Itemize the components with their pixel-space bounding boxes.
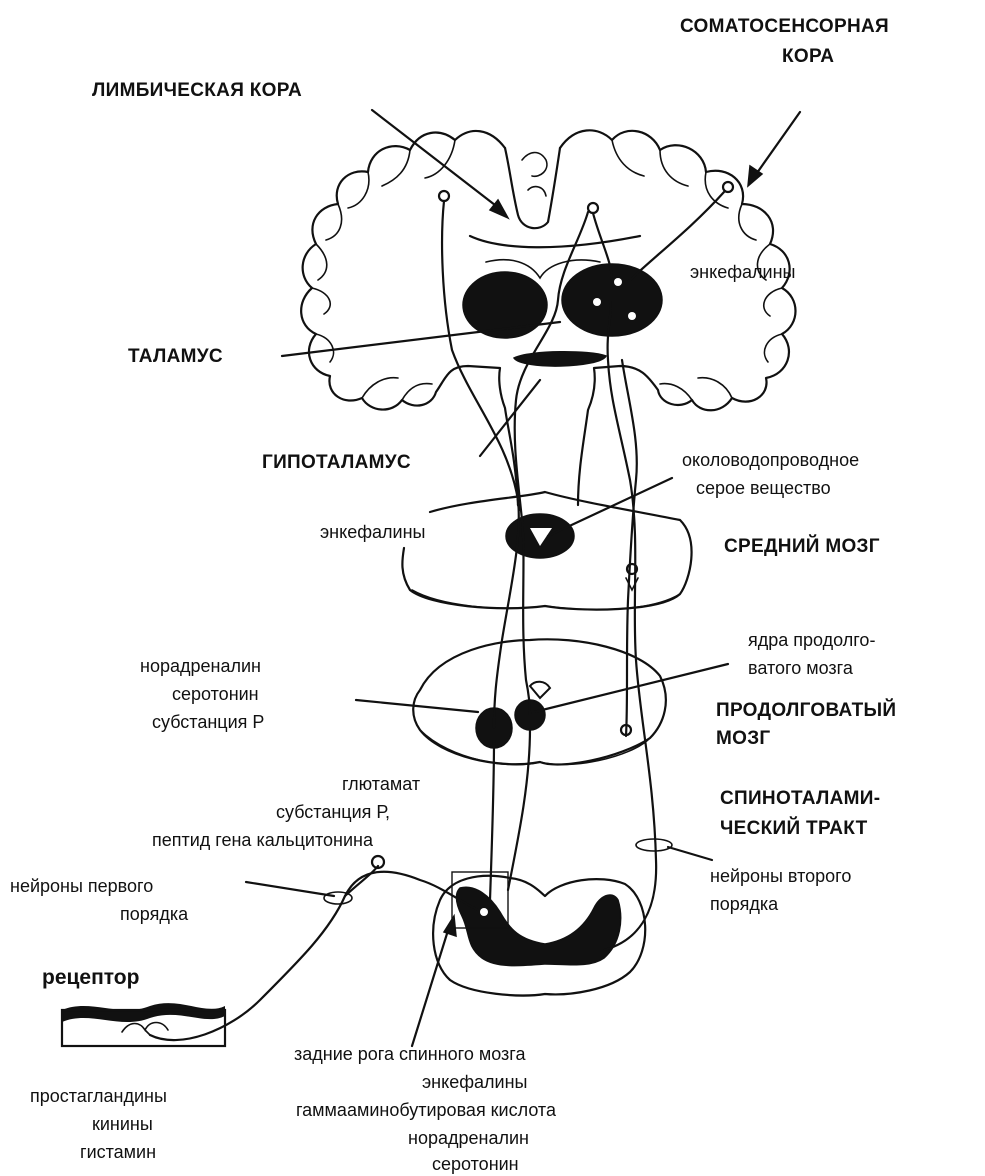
limbic-cortex-label: ЛИМБИЧЕСКАЯ КОРА	[92, 80, 302, 101]
medulla-nuclei-label-2: ватого мозга	[748, 658, 854, 678]
second-order-label-1: нейроны второго	[710, 866, 851, 886]
pag-label-1: околоводопроводное	[682, 450, 859, 470]
thalamic-nucleus-dot	[614, 278, 622, 286]
spinothalamic-label-1: СПИНОТАЛАМИ-	[720, 788, 880, 809]
spinothalamic-label-2: ЧЕСКИЙ ТРАКТ	[720, 817, 868, 839]
cortex-neuron	[723, 182, 733, 192]
receptor-mediator-1: простагландины	[30, 1086, 167, 1106]
enkephalins-top-label: энкефалины	[690, 262, 795, 282]
longitudinal-fissure	[505, 148, 560, 228]
somatosensory-cortex-label-2: КОРА	[782, 46, 834, 67]
receptor-ending	[122, 1023, 168, 1036]
enkephalins-mid-label: энкефалины	[320, 522, 425, 542]
hypothalamus-label: ГИПОТАЛАМУС	[262, 452, 411, 473]
somatosensory-cortex-label-1: СОМАТОСЕНСОРНАЯ	[680, 16, 889, 37]
receptor-label: рецептор	[42, 966, 139, 989]
second-order-pointer	[668, 847, 712, 860]
medulla-transmitters-label-2: серотонин	[172, 684, 259, 704]
medulla-transmitters-label-1: норадреналин	[140, 656, 261, 676]
thalamus-label: ТАЛАМУС	[128, 346, 223, 367]
medulla-label-2: МОЗГ	[716, 728, 770, 749]
thalamic-nucleus-dot	[628, 312, 636, 320]
fourth-ventricle	[530, 682, 550, 698]
second-order-label-2: порядка	[710, 894, 779, 914]
medulla-crest	[420, 730, 650, 765]
dorsal-horn-transmitter-4: серотонин	[432, 1154, 519, 1174]
spinal-transmitters-label-3: пептид гена кальцитонина	[152, 830, 374, 850]
midbrain-crest	[412, 590, 680, 610]
dorsal-horns-label: задние рога спинного мозга	[294, 1044, 526, 1064]
receptor-skin	[62, 1003, 225, 1046]
thalamic-nucleus-dot	[593, 298, 601, 306]
hypothalamus-pointer	[480, 380, 540, 456]
first-order-neuron-stem	[345, 866, 378, 896]
thalamus-pointer	[282, 322, 560, 356]
dorsal-horn-neuron	[480, 908, 488, 916]
dorsal-horn-transmitter-2: гаммааминобутировая кислота	[296, 1100, 557, 1120]
brainstem	[402, 492, 691, 765]
first-order-label-1: нейроны первого	[10, 876, 153, 896]
midbrain-label: СРЕДНИЙ МОЗГ	[724, 535, 880, 557]
gyri-inner-left	[312, 140, 455, 400]
first-order-marker	[324, 892, 352, 904]
labels: СОМАТОСЕНСОРНАЯ КОРА ЛИМБИЧЕСКАЯ КОРА эн…	[10, 16, 896, 1174]
second-order-marker	[636, 839, 672, 851]
medulla-transmitters-pointer	[356, 700, 478, 712]
medulla-nuclei-pointer	[534, 664, 728, 712]
spinal-transmitters-label-1: глютамат	[342, 774, 420, 794]
descending-to-spinal-fiber-2	[508, 728, 530, 890]
dorsal-horn-transmitter-1: энкефалины	[422, 1072, 527, 1092]
limbic-neuron	[439, 191, 449, 201]
dorsal-horns-arrow	[412, 924, 450, 1046]
dorsal-horn-transmitter-3: норадреналин	[408, 1128, 529, 1148]
medulla-transmitters-label-3: субстанция Р	[152, 712, 264, 732]
pag-pointer	[548, 478, 672, 536]
medulla-nuclei-label-1: ядра продолго-	[748, 630, 875, 650]
somatosensory-arrow	[752, 112, 800, 180]
cingulate-contour	[522, 153, 547, 197]
first-order-pointer	[246, 882, 334, 896]
brain-section	[301, 130, 795, 505]
skin-surface	[62, 1003, 225, 1022]
pag-label-2: серое вещество	[696, 478, 831, 498]
spinothalamic-tract	[604, 300, 656, 950]
medulla-label-1: ПРОДОЛГОВАТЫЙ	[716, 699, 896, 721]
dorsal-horns	[456, 887, 620, 965]
receptor-mediator-2: кинины	[92, 1114, 153, 1134]
spinal-transmitters-label-2: субстанция Р,	[276, 802, 390, 822]
first-order-label-2: порядка	[120, 904, 189, 924]
dorsal-horns-arrowhead	[444, 916, 456, 936]
spinal-cord	[433, 872, 645, 995]
cingulate-neuron	[588, 203, 598, 213]
corpus-callosum	[470, 236, 640, 247]
receptor-mediator-3: гистамин	[80, 1142, 156, 1162]
